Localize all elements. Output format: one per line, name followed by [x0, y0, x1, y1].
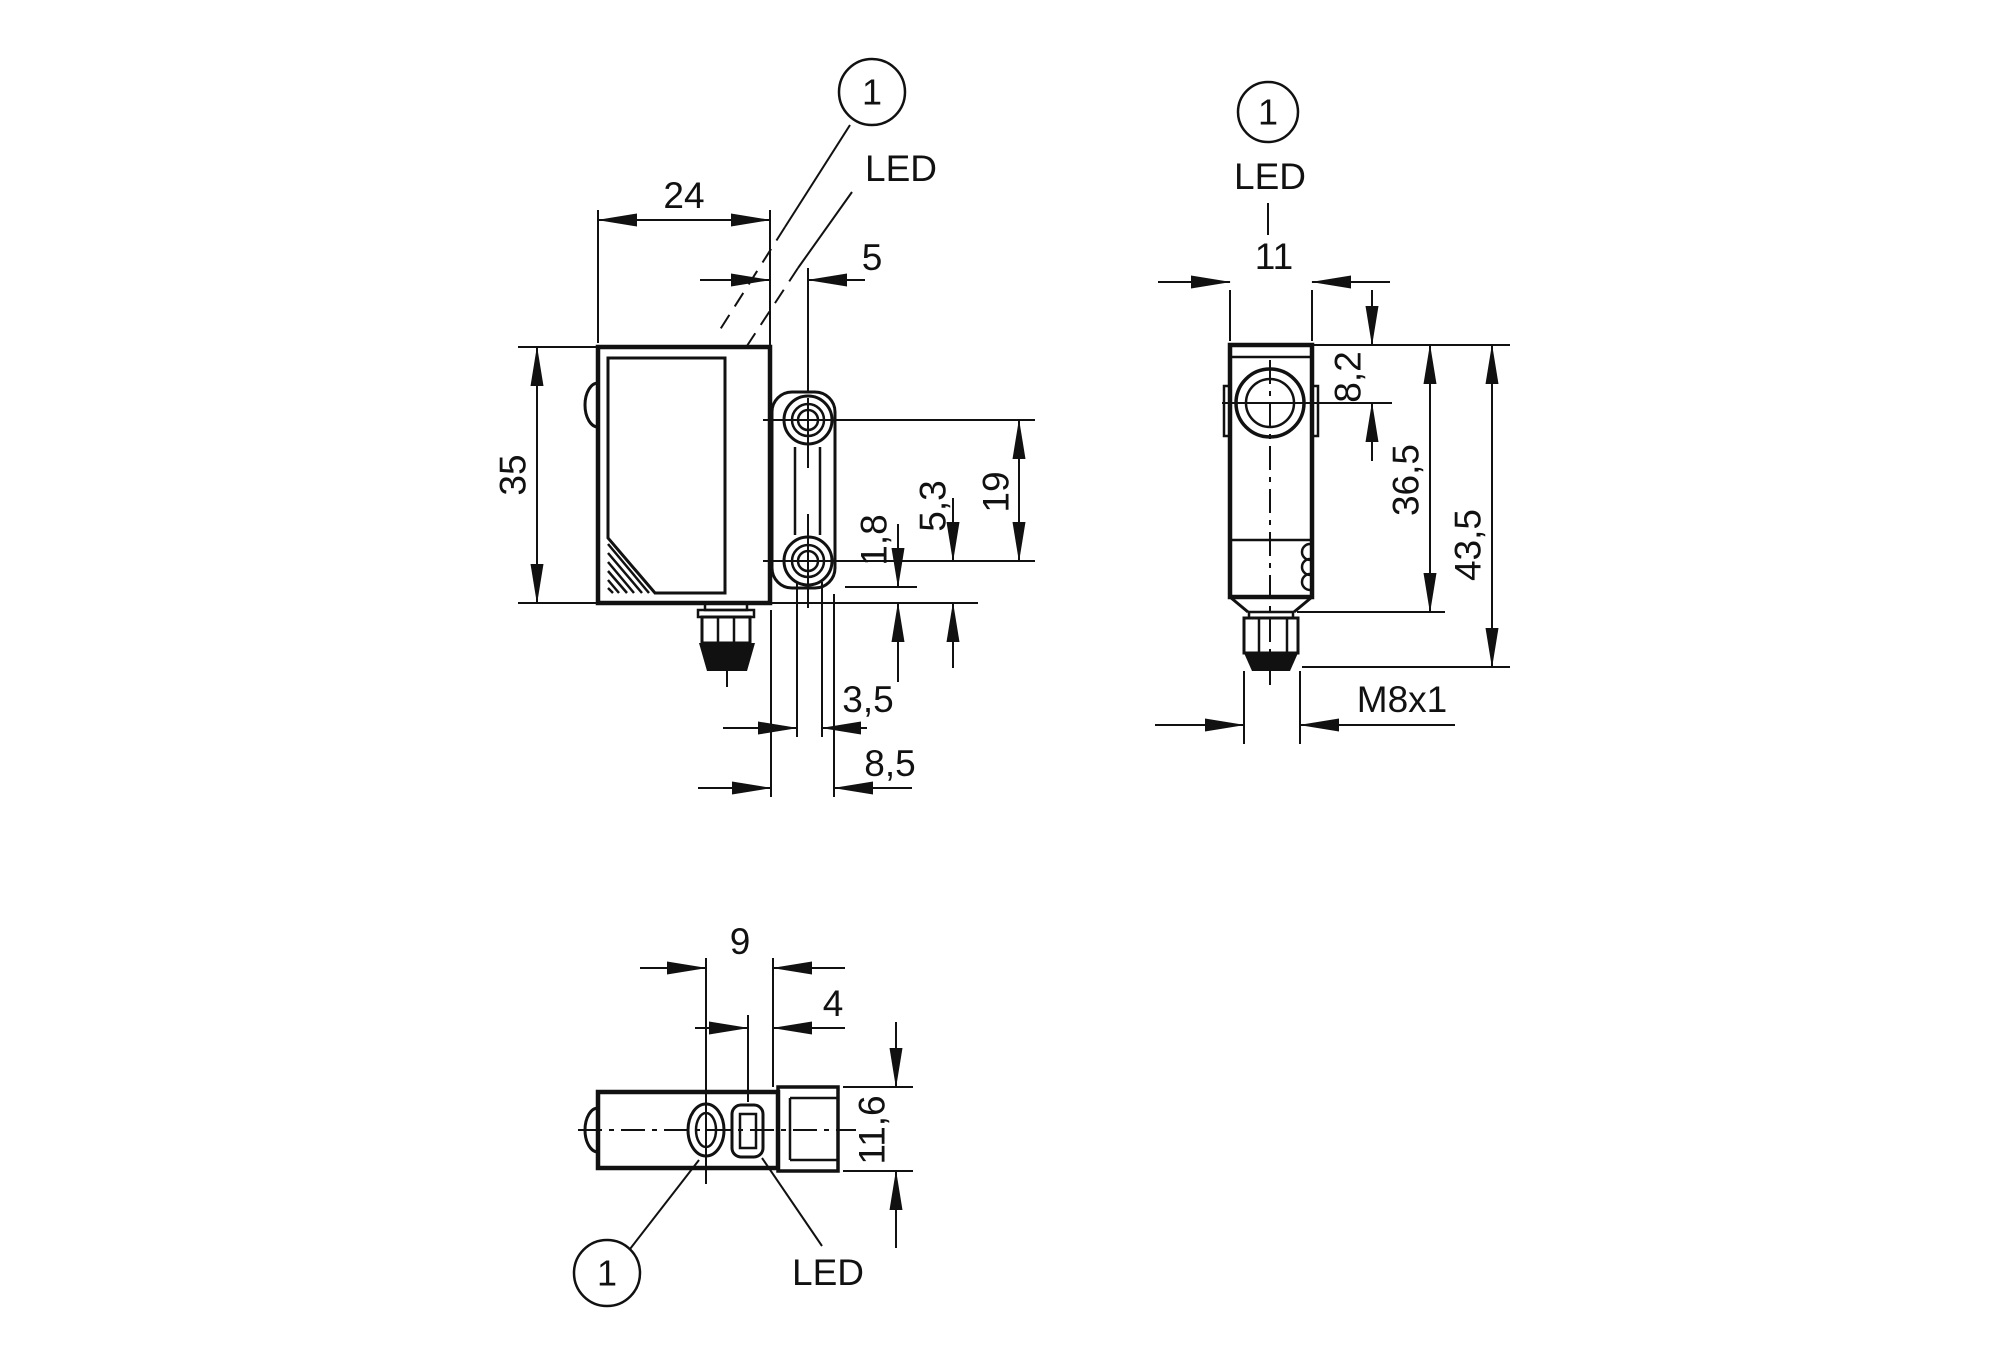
front-view: 1 LED 11 8,2 36,5 43,5 M8x1: [1155, 80, 1510, 744]
side-reference-lines: [518, 210, 1035, 797]
front-thread-bumps: [1300, 542, 1311, 592]
side-callout-label: 1: [862, 72, 882, 113]
led-window-inner: [738, 1112, 758, 1150]
dim-5-label: 5: [862, 237, 883, 278]
callout-1-leader-hidden: [715, 226, 786, 337]
thread-m8x1-label: M8x1: [1357, 679, 1447, 720]
side-dimension-lines: [530, 213, 1026, 795]
top-callout-badge: [572, 1238, 642, 1308]
callout-1-badge: [837, 57, 907, 127]
front-right-nub: [1310, 384, 1320, 438]
top-callout-label: 1: [597, 1253, 617, 1294]
front-led-label: LED: [1234, 156, 1306, 197]
top-dimension-lines: [640, 961, 903, 1248]
callout-1-leader: [784, 124, 851, 228]
side-connector: [696, 601, 756, 687]
dim-19-label: 19: [976, 471, 1017, 512]
dim-35-label: 35: [493, 454, 534, 495]
led-window-outer: [730, 1103, 765, 1159]
dim-1-8-label: 1,8: [854, 514, 895, 565]
front-callout-label: 1: [1258, 92, 1278, 133]
front-callout-badge: [1236, 80, 1300, 144]
top-view: 1 LED 9 4 11,6: [572, 921, 913, 1308]
side-lens-bump: [583, 381, 599, 429]
front-left-nub: [1222, 384, 1232, 438]
led-leader-hidden: [740, 267, 799, 356]
top-led-label: LED: [792, 1252, 864, 1293]
dim-8-5-label: 8,5: [864, 743, 915, 784]
dim-3-5-label: 3,5: [842, 679, 893, 720]
top-connector-steps: [788, 1096, 838, 1162]
dim-8-2-label: 8,2: [1328, 351, 1369, 402]
side-led-label: LED: [865, 148, 937, 189]
top-callout-leader: [629, 1159, 700, 1250]
front-reference-lines: [1229, 290, 1510, 744]
front-connector: [1242, 610, 1300, 671]
dim-43-5-label: 43,5: [1448, 509, 1489, 581]
dim-11-label: 11: [1255, 236, 1293, 277]
side-lens-window: [606, 356, 727, 595]
dim-24-label: 24: [663, 175, 704, 216]
dim-9-label: 9: [730, 921, 751, 962]
side-body-outline: [595, 344, 773, 606]
front-dimension-lines: [1155, 275, 1499, 732]
mounting-bracket: [770, 390, 837, 590]
dim-4-label: 4: [823, 983, 844, 1024]
dim-5-3-label: 5,3: [913, 480, 954, 531]
top-led-leader: [761, 1157, 823, 1247]
led-leader: [797, 191, 853, 269]
dim-36-5-label: 36,5: [1386, 444, 1427, 516]
side-view: 1 LED 24 5 35 1,8 5,3 19 3,5 8,5: [493, 57, 1035, 797]
hatch-lines: [607, 543, 650, 594]
dim-11-6-label: 11,6: [852, 1095, 893, 1164]
